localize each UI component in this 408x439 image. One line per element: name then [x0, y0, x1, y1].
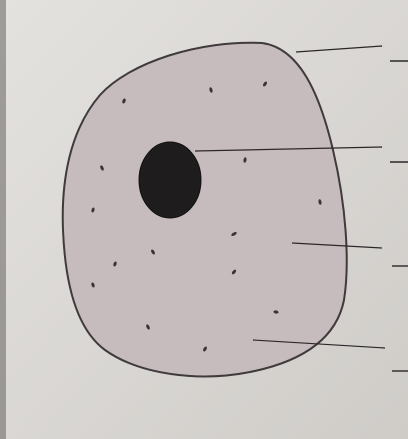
nucleus: [139, 142, 201, 218]
page-edge-shadow: [0, 0, 6, 439]
cell-membrane: [63, 43, 347, 377]
